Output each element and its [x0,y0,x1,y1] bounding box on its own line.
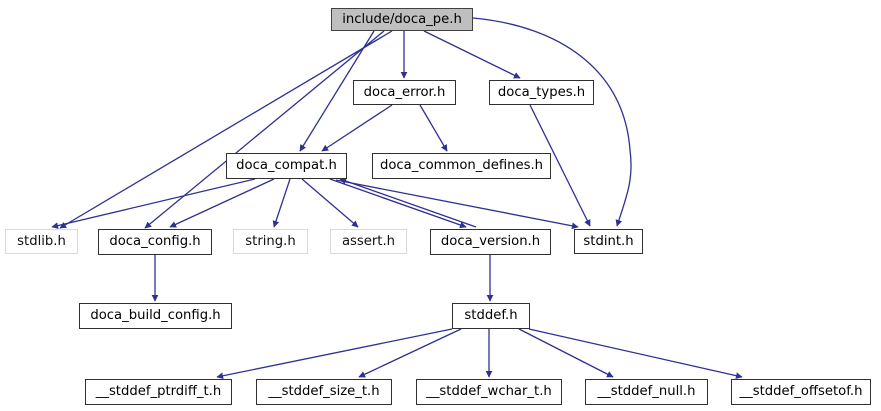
graph-node-stdint[interactable]: stdint.h [574,229,643,254]
graph-edge-doca_compat-to-string [272,178,291,228]
graph-node-label: stddef.h [464,308,518,324]
graph-edge-doca_compat-to-doca_config [169,178,275,228]
graph-node-doca_build_config[interactable]: doca_build_config.h [79,303,232,329]
graph-node-doca_error[interactable]: doca_error.h [353,80,456,105]
graph-node-label: assert.h [341,233,396,249]
graph-node-doca_pe[interactable]: include/doca_pe.h [331,8,473,31]
graph-edge-stddef-to-stddef_null [518,328,614,378]
graph-node-label: include/doca_pe.h [342,11,462,27]
graph-edge-stddef-to-stddef_offsetof [528,328,743,379]
graph-node-label: __stddef_offsetof.h [739,384,863,400]
graph-edge-stddef-to-stddef_size [358,328,462,378]
graph-node-doca_common_defines[interactable]: doca_common_defines.h [372,153,551,179]
graph-node-label: doca_common_defines.h [379,158,544,174]
graph-node-label: doca_version.h [440,234,541,250]
graph-node-assert[interactable]: assert.h [330,229,407,254]
graph-edge-doca_pe-to-doca_config [144,30,385,229]
graph-node-string[interactable]: string.h [233,229,308,254]
graph-node-label: stdlib.h [17,233,66,249]
graph-node-label: stdint.h [583,233,634,249]
graph-node-stdlib[interactable]: stdlib.h [5,229,78,254]
graph-node-doca_types[interactable]: doca_types.h [489,80,594,105]
graph-node-label: __stddef_wchar_t.h [426,384,552,400]
graph-edge-stddef-to-stddef_ptrdiff [216,328,453,380]
graph-edge-doca_compat-to-stdint [335,179,579,230]
graph-node-label: __stddef_null.h [597,384,696,400]
graph-edge-doca_error-to-doca_compat [321,104,393,152]
graph-edge-doca_error-to-doca_common_defines [419,104,448,152]
graph-edge-doca_pe-to-stdlib [59,30,393,229]
graph-edge-doca_compat-to-doca_version [329,178,467,229]
graph-node-label: doca_build_config.h [90,308,221,324]
graph-node-stddef[interactable]: stddef.h [452,303,530,329]
graph-edge-doca_compat-to-stdlib [51,178,256,229]
graph-node-doca_compat[interactable]: doca_compat.h [226,153,347,179]
graph-node-label: string.h [245,233,296,249]
graph-node-doca_version[interactable]: doca_version.h [430,229,551,255]
graph-node-stddef_ptrdiff[interactable]: __stddef_ptrdiff_t.h [85,379,232,405]
graph-node-stddef_offsetof[interactable]: __stddef_offsetof.h [731,379,871,405]
graph-node-stddef_wchar[interactable]: __stddef_wchar_t.h [416,379,562,405]
graph-node-doca_config[interactable]: doca_config.h [98,229,212,255]
graph-edge-doca_pe-to-doca_types [423,30,521,79]
graph-node-label: doca_error.h [363,84,446,100]
graph-node-label: __stddef_ptrdiff_t.h [95,384,222,400]
graph-edge-doca_pe-to-stdint [472,17,632,227]
graph-node-label: __stddef_size_t.h [268,384,380,400]
graph-node-label: doca_types.h [497,84,586,100]
graph-node-stddef_size[interactable]: __stddef_size_t.h [256,379,392,405]
graph-node-label: doca_compat.h [236,158,337,174]
graph-edge-doca_version-to-doca_compat [339,177,477,228]
graph-node-stddef_null[interactable]: __stddef_null.h [585,379,708,405]
graph-edge-doca_compat-to-assert [301,178,359,228]
graph-node-label: doca_config.h [109,234,201,250]
